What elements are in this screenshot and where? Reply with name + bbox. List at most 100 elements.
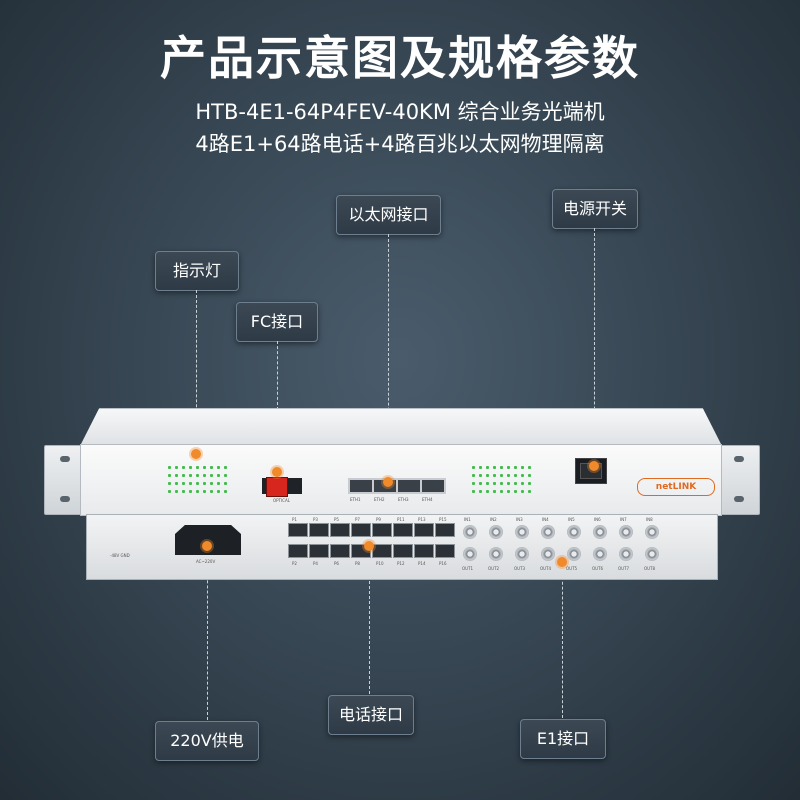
- e1-bnc-port[interactable]: [619, 525, 633, 539]
- phone-port-label: P11: [397, 517, 405, 522]
- e1-bnc-port[interactable]: [593, 525, 607, 539]
- spec-line: 4路E1+64路电话+4路百兆以太网物理隔离: [195, 132, 605, 156]
- brand-logo: netLINK: [637, 478, 715, 496]
- phone-port[interactable]: [393, 544, 413, 558]
- status-led: [521, 482, 524, 485]
- status-led: [189, 482, 192, 485]
- phone-port[interactable]: [435, 544, 455, 558]
- status-led: [486, 466, 489, 469]
- status-led: [203, 482, 206, 485]
- fc-port[interactable]: [266, 477, 288, 497]
- phone-port[interactable]: [288, 523, 308, 537]
- status-led: [472, 490, 475, 493]
- phone-port[interactable]: [372, 544, 392, 558]
- phone-port-label: P6: [334, 561, 339, 566]
- status-led: [472, 474, 475, 477]
- marker-e1: [557, 557, 567, 567]
- phone-port-label: P8: [355, 561, 360, 566]
- phone-port-label: P7: [355, 517, 360, 522]
- phone-port[interactable]: [414, 523, 434, 537]
- status-led: [168, 466, 171, 469]
- ethernet-port[interactable]: [348, 478, 374, 494]
- status-led: [210, 482, 213, 485]
- phone-port[interactable]: [330, 523, 350, 537]
- phone-port-label: P15: [439, 517, 447, 522]
- marker-fc: [272, 467, 282, 477]
- e1-bnc-port[interactable]: [645, 547, 659, 561]
- status-led: [196, 474, 199, 477]
- phone-port[interactable]: [288, 544, 308, 558]
- status-led: [224, 466, 227, 469]
- e1-bnc-port[interactable]: [619, 547, 633, 561]
- leader-fc: [277, 341, 278, 471]
- phone-port[interactable]: [351, 523, 371, 537]
- ethernet-port-label: ETH1: [350, 497, 361, 502]
- phone-port[interactable]: [309, 523, 329, 537]
- phone-port[interactable]: [414, 544, 434, 558]
- status-led: [493, 474, 496, 477]
- status-led: [196, 482, 199, 485]
- status-led: [175, 482, 178, 485]
- ethernet-port[interactable]: [420, 478, 446, 494]
- phone-port[interactable]: [309, 544, 329, 558]
- status-led: [168, 490, 171, 493]
- e1-bnc-port[interactable]: [645, 525, 659, 539]
- phone-port[interactable]: [330, 544, 350, 558]
- e1-bnc-port[interactable]: [541, 547, 555, 561]
- e1-in-label: IN2: [490, 517, 497, 522]
- status-led: [175, 490, 178, 493]
- status-led: [500, 474, 503, 477]
- e1-bnc-port[interactable]: [515, 547, 529, 561]
- marker-ethernet: [383, 477, 393, 487]
- status-led: [521, 490, 524, 493]
- marker-power-supply: [202, 541, 212, 551]
- model-line: HTB-4E1-64P4FEV-40KM 综合业务光端机: [195, 100, 605, 124]
- status-led: [500, 482, 503, 485]
- ethernet-port[interactable]: [396, 478, 422, 494]
- e1-bnc-port[interactable]: [567, 525, 581, 539]
- e1-bnc-port[interactable]: [567, 547, 581, 561]
- e1-in-label: IN5: [568, 517, 575, 522]
- e1-bnc-port[interactable]: [463, 525, 477, 539]
- marker-indicator: [191, 449, 201, 459]
- e1-bnc-port[interactable]: [593, 547, 607, 561]
- e1-bnc-port[interactable]: [489, 547, 503, 561]
- phone-port[interactable]: [435, 523, 455, 537]
- e1-out-label: OUT3: [514, 566, 526, 571]
- ethernet-port-label: ETH3: [398, 497, 409, 502]
- status-led: [182, 482, 185, 485]
- dc-label: -48V GND: [110, 553, 130, 558]
- phone-port[interactable]: [393, 523, 413, 537]
- status-led: [479, 490, 482, 493]
- phone-port-label: P13: [418, 517, 426, 522]
- e1-out-label: OUT6: [592, 566, 604, 571]
- phone-port-label: P16: [439, 561, 447, 566]
- status-led: [217, 474, 220, 477]
- status-led: [175, 474, 178, 477]
- phone-port[interactable]: [372, 523, 392, 537]
- status-led: [514, 474, 517, 477]
- e1-bnc-port[interactable]: [463, 547, 477, 561]
- phone-port-label: P10: [376, 561, 384, 566]
- label-power-switch: 电源开关: [552, 189, 638, 229]
- ac-label: AC~220V: [196, 559, 216, 564]
- leader-indicator: [196, 290, 197, 452]
- status-led: [196, 466, 199, 469]
- e1-out-label: OUT7: [618, 566, 630, 571]
- label-power-supply: 220V供电: [155, 721, 259, 761]
- status-led: [203, 474, 206, 477]
- e1-bnc-port[interactable]: [541, 525, 555, 539]
- phone-port-label: P9: [376, 517, 381, 522]
- status-led: [217, 482, 220, 485]
- e1-bnc-port[interactable]: [515, 525, 529, 539]
- label-phone-port: 电话接口: [328, 695, 414, 735]
- phone-port-label: P12: [397, 561, 405, 566]
- e1-in-label: IN7: [620, 517, 627, 522]
- label-fc-port: FC接口: [236, 302, 318, 342]
- status-led: [528, 466, 531, 469]
- e1-out-label: OUT2: [488, 566, 500, 571]
- status-led: [528, 474, 531, 477]
- status-led: [500, 490, 503, 493]
- e1-bnc-port[interactable]: [489, 525, 503, 539]
- e1-in-label: IN3: [516, 517, 523, 522]
